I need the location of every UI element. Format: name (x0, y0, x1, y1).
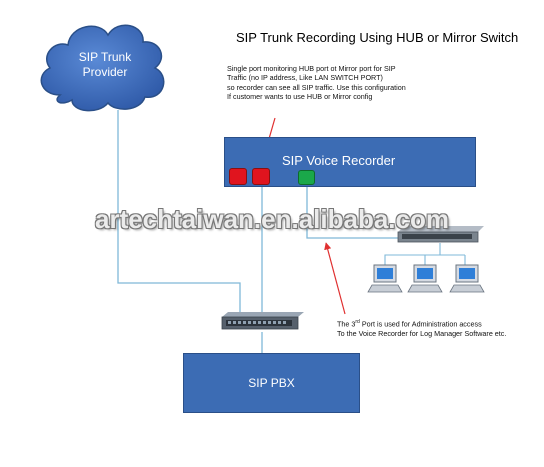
pbx-box (183, 353, 360, 413)
cloud-label: SIP Trunk Provider (60, 50, 150, 80)
hub-mirror-note: Single port monitoring HUB port ot Mirro… (227, 64, 406, 102)
note-line: Traffic (no IP address, Like LAN SWITCH … (227, 73, 383, 83)
admin-line (306, 186, 400, 239)
cloud-label-line: SIP Trunk (78, 50, 132, 64)
note-line: If customer wants to use HUB or Mirror c… (227, 92, 373, 102)
pbx-label: SIP PBX (248, 376, 295, 390)
admin-port-note: The 3rd Port is used for Administration … (337, 318, 506, 338)
computer-icon (367, 264, 403, 293)
red-port-2 (252, 168, 270, 185)
note-line: To the Voice Recorder for Log Manager So… (337, 328, 507, 338)
network-switch-icon (397, 226, 484, 243)
annotation-arrow-bottom (324, 242, 346, 315)
green-port (298, 170, 315, 185)
note-line: The 3rd Port is used for Administration … (337, 319, 482, 329)
watermark: artechtaiwan.en.alibaba.com (94, 204, 449, 234)
cloud-icon (40, 24, 165, 112)
voice-recorder-label: SIP Voice Recorder (282, 153, 396, 168)
diagram-title: SIP Trunk Recording Using HUB or Mirror … (236, 30, 519, 45)
voice-recorder-box (224, 137, 476, 187)
trunk-line (117, 110, 241, 312)
lan-line (384, 243, 441, 265)
note-line: so recorder can see all SIP traffic. Use… (227, 82, 406, 92)
computer-icon (407, 264, 443, 293)
cloud-label-line: Provider (82, 65, 128, 79)
computer-icon (449, 264, 485, 293)
red-port-1 (229, 168, 247, 185)
note-line: Single port monitoring HUB port ot Mirro… (227, 64, 396, 73)
network-switch-icon (221, 312, 304, 330)
